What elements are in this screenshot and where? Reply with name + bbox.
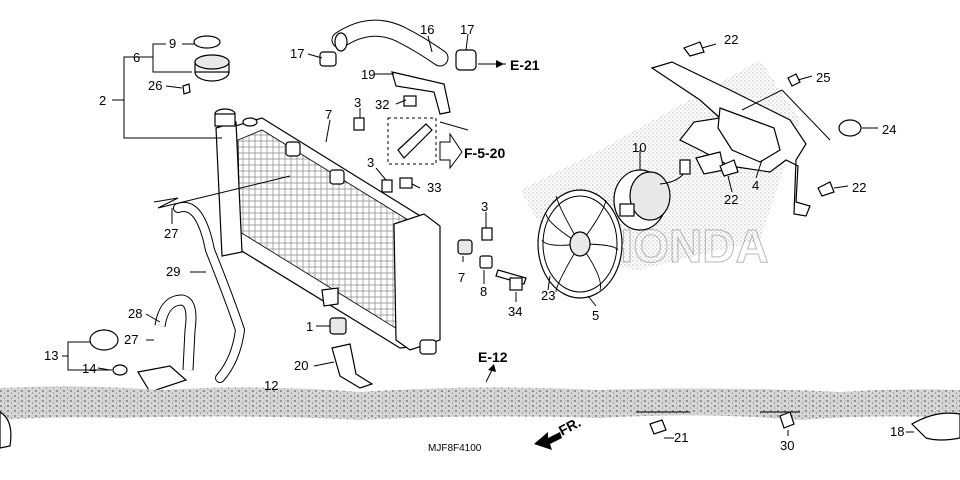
front-arrow: FR. (534, 414, 583, 450)
ref-e21: E-21 (510, 57, 540, 73)
part-label: 17 (460, 22, 474, 37)
part-label: 18 (890, 424, 904, 439)
reference-arrows (439, 60, 504, 383)
part-label: 32 (375, 97, 389, 112)
fan-motor (613, 159, 691, 231)
upper-hose (319, 19, 477, 71)
part-label: 12 (264, 378, 278, 393)
leader-lines (62, 33, 878, 371)
part-label: 4 (752, 178, 759, 193)
ref-e12: E-12 (478, 349, 508, 365)
part-label: 29 (166, 264, 180, 279)
fan-shroud (650, 61, 811, 217)
part-label: 20 (294, 358, 308, 373)
part-label: 7 (458, 270, 465, 285)
part-label: 19 (361, 67, 375, 82)
part-label: 22 (724, 192, 738, 207)
part-label: 27 (124, 332, 138, 347)
diagram-code: MJF8F4100 (428, 443, 482, 454)
part-label: 7 (325, 107, 332, 122)
part-label: 22 (724, 32, 738, 47)
part-label: 3 (481, 199, 488, 214)
lower-bracket (329, 317, 374, 389)
part-labels: 9 6 26 2 17 16 17 19 32 3 7 3 33 3 7 8 3… (44, 22, 904, 453)
honda-watermark: HONDA (600, 220, 769, 272)
part-label: 10 (632, 140, 646, 155)
part-label: 6 (133, 50, 140, 65)
cooling-fan (537, 189, 623, 299)
radiator (214, 108, 441, 355)
reference-box (387, 117, 437, 165)
part-label: 5 (592, 308, 599, 323)
part-label: 9 (169, 36, 176, 51)
part-label: 24 (882, 122, 896, 137)
overflow-hoses (89, 201, 246, 393)
part-label: 22 (852, 180, 866, 195)
part-label: 34 (508, 304, 522, 319)
part-label: 1 (306, 319, 313, 334)
part-label: 23 (541, 288, 555, 303)
part-label: 14 (82, 361, 96, 376)
reference-labels: E-21 F-5-20 E-12 (464, 57, 540, 365)
ref-f520: F-5-20 (464, 145, 505, 161)
bolts-right (683, 41, 862, 197)
part-label: 2 (99, 93, 106, 108)
bottom-parts (0, 411, 960, 449)
part-label: 3 (367, 155, 374, 170)
part-label: 27 (164, 226, 178, 241)
part-label: 17 (290, 46, 304, 61)
radiator-cap (182, 35, 230, 95)
torn-edge-band (0, 386, 960, 420)
part-label: 21 (674, 430, 688, 445)
part-label: 28 (128, 306, 142, 321)
part-label: 16 (420, 22, 434, 37)
part-label: 26 (148, 78, 162, 93)
part-label: 13 (44, 348, 58, 363)
part-label: 3 (354, 95, 361, 110)
part-label: 30 (780, 438, 794, 453)
bracket-19 (353, 71, 493, 241)
part-label: 33 (427, 180, 441, 195)
part-label: 25 (816, 70, 830, 85)
part-label: 8 (480, 284, 487, 299)
